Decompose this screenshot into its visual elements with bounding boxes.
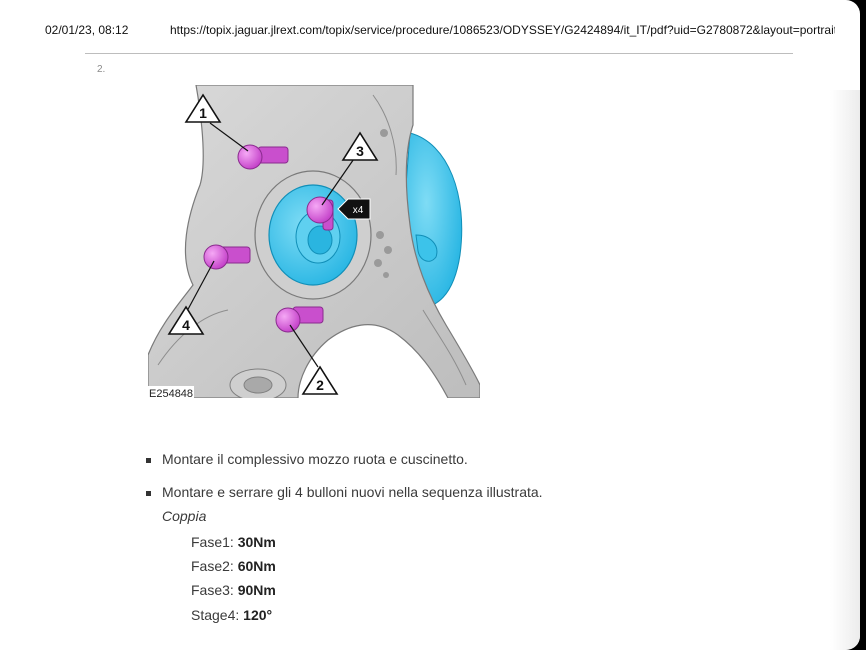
torque-stage-1: Fase1: 30Nm: [191, 534, 276, 550]
figure-code-bg: [148, 386, 194, 398]
torque-stage-2: Fase2: 60Nm: [191, 558, 276, 574]
callout-1-label: 1: [199, 105, 207, 121]
hub-bearing: [254, 170, 372, 300]
print-url: https://topix.jaguar.jlrext.com/topix/se…: [170, 23, 835, 37]
hub-bolt-illustration: 1 3 4 2 x4 E254848: [148, 85, 480, 398]
bolt-4: [203, 244, 251, 270]
stage-value: 90Nm: [237, 582, 276, 598]
stage-value: 30Nm: [237, 534, 276, 550]
stage-label: Fase2:: [191, 558, 238, 574]
stage-value: 120°: [243, 607, 273, 623]
torque-stage-3: Fase3: 90Nm: [191, 582, 276, 598]
bolt-2: [275, 306, 324, 333]
callout-3-label: 3: [356, 143, 364, 159]
instruction-list: Montare il complessivo mozzo ruota e cus…: [146, 451, 543, 500]
header-divider: [85, 53, 793, 54]
callout-4: 4: [167, 305, 205, 335]
figure-code: E254848: [149, 388, 193, 398]
callout-2-label: 2: [316, 377, 324, 393]
instruction-text: Montare il complessivo mozzo ruota e cus…: [162, 451, 468, 467]
multiplier-arrow: x4: [337, 198, 371, 220]
page-edge-shadow: [830, 90, 860, 650]
bolt-1: [237, 144, 289, 170]
stage-value: 60Nm: [237, 558, 276, 574]
callout-3: 3: [341, 131, 379, 161]
callout-1: 1: [184, 93, 222, 123]
stage-label: Stage4:: [191, 607, 244, 623]
torque-stage-4: Stage4: 120°: [191, 607, 272, 623]
instruction-item: Montare e serrare gli 4 bulloni nuovi ne…: [146, 484, 543, 500]
callout-4-label: 4: [182, 317, 190, 333]
stage-label: Fase1:: [191, 534, 238, 550]
stage-label: Fase3:: [191, 582, 238, 598]
torque-title: Coppia: [162, 508, 207, 524]
instruction-item: Montare il complessivo mozzo ruota e cus…: [146, 451, 543, 484]
leader-lines: [185, 122, 359, 368]
instruction-text: Montare e serrare gli 4 bulloni nuovi ne…: [162, 484, 543, 500]
print-datetime: 02/01/23, 08:12: [45, 23, 129, 37]
bolt-3: [306, 196, 334, 231]
callout-2: 2: [301, 365, 339, 395]
multiplier-label: x4: [353, 205, 364, 216]
step-number: 2.: [97, 64, 106, 75]
